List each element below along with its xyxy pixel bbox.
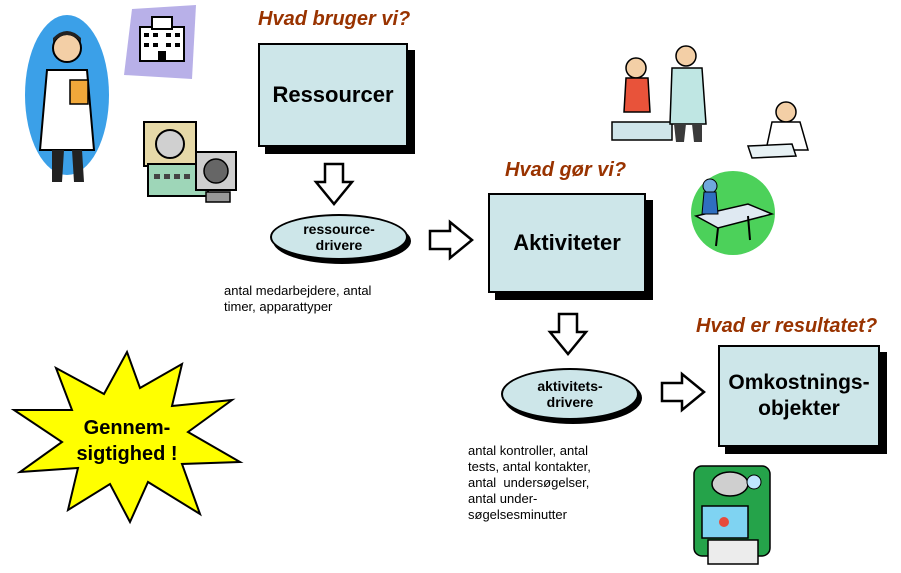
- note-line: antal under-: [468, 491, 538, 506]
- activity-drivers-note: antal kontroller, antal tests, antal kon…: [468, 443, 591, 523]
- box-line-1: Omkostnings-: [728, 371, 870, 394]
- box-activities: Aktiviteter: [488, 193, 646, 293]
- oval-line-1: aktivitets-: [537, 378, 603, 394]
- arrow-right-icon: [428, 219, 474, 261]
- patient-consultation-icon: [611, 45, 707, 142]
- oval-line-1: ressource-: [303, 221, 375, 237]
- note-line: timer, apparattyper: [224, 299, 333, 314]
- box-cost-objects: Omkostnings- objekter: [718, 345, 880, 447]
- hospital-building-icon: [124, 5, 196, 79]
- resource-drivers-note: antal medarbejdere, antal timer, apparat…: [224, 283, 371, 315]
- starburst-icon: [10, 349, 244, 525]
- arrow-right-icon: [660, 371, 706, 413]
- arrow-down-icon: [547, 312, 589, 356]
- question-resources: Hvad bruger vi?: [258, 8, 411, 30]
- arrow-down-icon: [313, 162, 355, 206]
- doctor-clipboard-icon: [25, 15, 109, 182]
- note-line: antal undersøgelser,: [468, 475, 590, 490]
- question-activities: Hvad gør vi?: [505, 159, 627, 181]
- transparency-label: Gennem- sigtighed !: [50, 415, 204, 467]
- oval-line-2: drivere: [315, 237, 363, 253]
- box-line-2: objekter: [758, 397, 840, 420]
- doctor-writing-icon: [746, 101, 809, 159]
- aktivitets-drivers-oval: aktivitets- drivere: [501, 368, 639, 420]
- oval-line-2: drivere: [546, 394, 594, 410]
- ressource-drivers-oval: ressource- drivere: [270, 214, 408, 260]
- medical-scanner-icon: [143, 121, 237, 203]
- note-line: antal kontroller, antal: [468, 443, 588, 458]
- question-result: Hvad er resultatet?: [696, 315, 878, 337]
- operating-table-icon: [691, 171, 775, 255]
- box-resources: Ressourcer: [258, 43, 408, 147]
- note-line: søgelsesminutter: [468, 507, 567, 522]
- burst-line-1: Gennem-: [83, 417, 171, 439]
- surgery-equipment-icon: [693, 465, 771, 565]
- note-line: antal medarbejdere, antal: [224, 283, 372, 298]
- burst-line-2: sigtighed !: [76, 443, 178, 465]
- note-line: tests, antal kontakter,: [468, 459, 591, 474]
